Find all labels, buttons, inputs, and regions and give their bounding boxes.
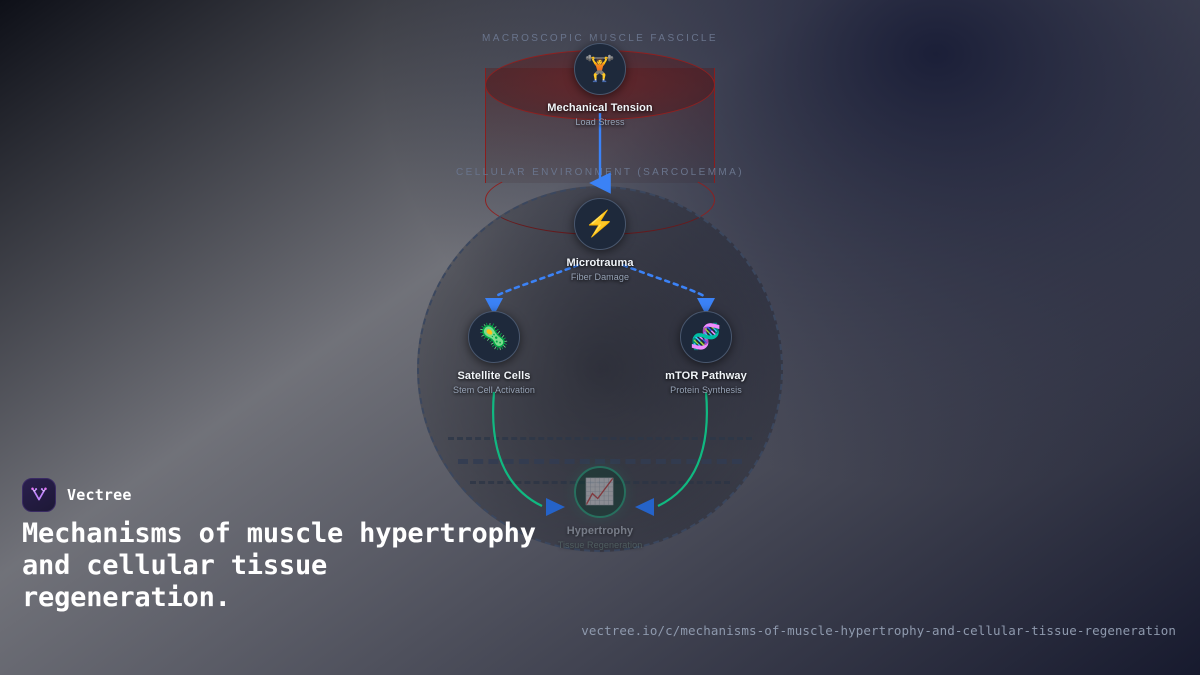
node-mtor-pathway[interactable]: 🧬 mTOR Pathway Protein Synthesis xyxy=(616,311,796,395)
page-title: Mechanisms of muscle hypertrophy and cel… xyxy=(22,518,536,614)
weightlifter-icon: 🏋️ xyxy=(574,43,626,95)
node-sublabel: Fiber Damage xyxy=(570,272,630,282)
node-mechanical-tension[interactable]: 🏋️ Mechanical Tension Load Stress xyxy=(510,43,690,127)
section-label-fascicle: MACROSCOPIC MUSCLE FASCICLE xyxy=(482,33,718,44)
vectree-tree-logo-icon xyxy=(31,487,47,501)
brand-block: Vectree xyxy=(22,478,132,512)
node-sublabel: Protein Synthesis xyxy=(670,385,742,395)
striation-line-2 xyxy=(458,459,742,464)
section-label-sarcolemma: CELLULAR ENVIRONMENT (SARCOLEMMA) xyxy=(456,167,744,178)
brand-name: Vectree xyxy=(67,486,132,504)
node-label: Hypertrophy xyxy=(566,525,634,537)
node-microtrauma[interactable]: ⚡ Microtrauma Fiber Damage xyxy=(510,198,690,282)
lightning-bolt-icon: ⚡ xyxy=(574,198,626,250)
microbe-icon: 🦠 xyxy=(468,311,520,363)
node-sublabel: Load Stress xyxy=(575,117,625,127)
source-url: vectree.io/c/mechanisms-of-muscle-hypert… xyxy=(581,623,1176,638)
node-sublabel: Tissue Regeneration xyxy=(557,540,643,550)
node-sublabel: Stem Cell Activation xyxy=(452,385,536,395)
node-label: Satellite Cells xyxy=(457,370,531,382)
dna-icon: 🧬 xyxy=(680,311,732,363)
node-label: Mechanical Tension xyxy=(547,102,653,114)
striation-line-1 xyxy=(448,437,752,440)
node-hypertrophy[interactable]: 📈 Hypertrophy Tissue Regeneration xyxy=(510,466,690,550)
node-satellite-cells[interactable]: 🦠 Satellite Cells Stem Cell Activation xyxy=(404,311,584,395)
vectree-logo xyxy=(22,478,56,512)
node-label: Microtrauma xyxy=(566,257,634,269)
chart-increasing-icon: 📈 xyxy=(574,466,626,518)
node-label: mTOR Pathway xyxy=(665,370,747,382)
